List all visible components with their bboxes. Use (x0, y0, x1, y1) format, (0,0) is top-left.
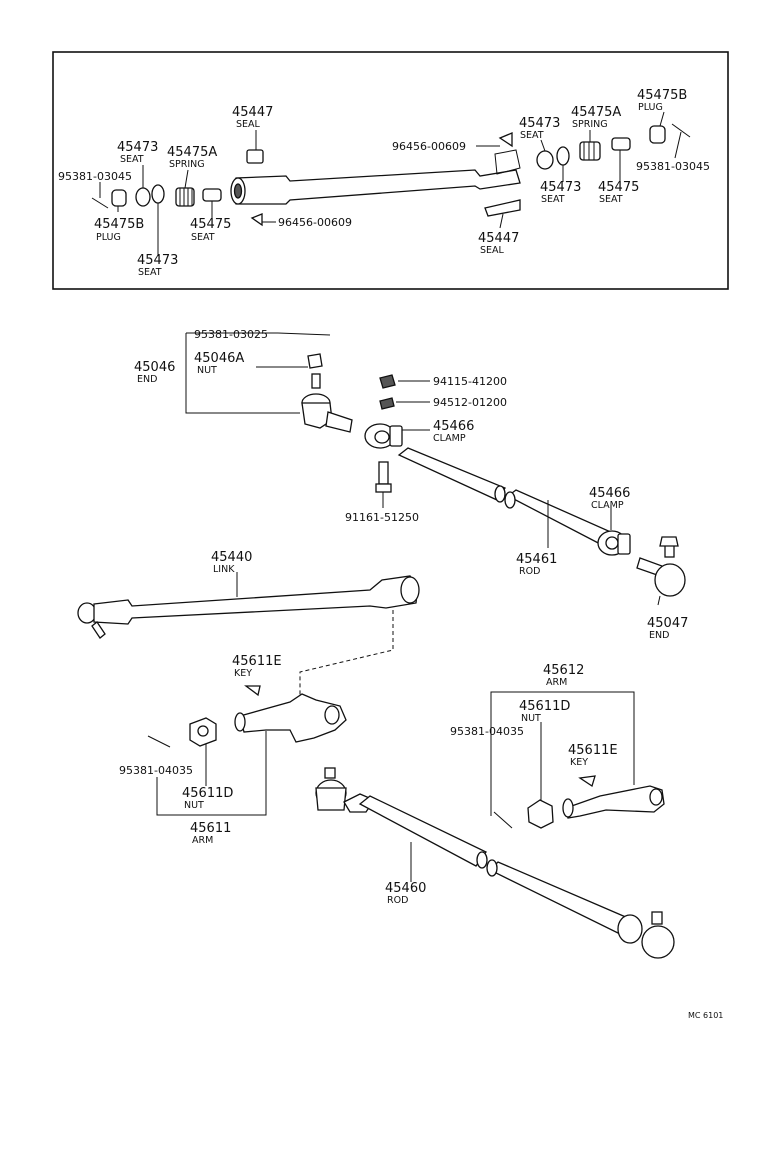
label-45461-sub: ROD (519, 566, 540, 577)
label-45473-bl-sub: SEAT (138, 267, 162, 278)
label-45447-top: 45447 (232, 105, 273, 120)
label-45475b-l-sub: PLUG (96, 232, 121, 243)
link-arm-dashed-connection (299, 610, 394, 700)
label-45475a-r: 45475A (571, 105, 621, 120)
relay-rod-inset (230, 149, 521, 205)
label-95381-03045-r: 95381-03045 (636, 160, 710, 173)
label-94115-41200: 94115-41200 (433, 375, 507, 388)
link-45440 (77, 572, 420, 639)
label-45473-br-sub: SEAT (541, 194, 565, 205)
bolt-91161 (375, 461, 392, 508)
label-45611d-l-sub: NUT (184, 800, 204, 811)
label-45475b-l: 45475B (94, 217, 144, 232)
label-45475-l: 45475 (190, 217, 231, 232)
label-95381-03025: 95381-03025 (194, 328, 268, 341)
label-45460: 45460 (385, 881, 426, 896)
label-45047: 45047 (647, 616, 688, 631)
label-45475b-r-sub: PLUG (638, 102, 663, 113)
label-45447-top-sub: SEAL (236, 119, 261, 130)
label-45046: 45046 (134, 360, 175, 375)
nut-washer-pair (379, 374, 430, 410)
inset-left-parts (91, 149, 264, 227)
label-45475-r-sub: SEAT (599, 194, 623, 205)
label-45475a-r-sub: SPRING (572, 119, 608, 130)
arm-45611 (147, 685, 347, 748)
rod-45460 (315, 767, 675, 959)
label-45466-a: 45466 (433, 419, 474, 434)
label-95381-03045-l: 95381-03045 (58, 170, 132, 183)
label-45611e-r-sub: KEY (570, 757, 588, 768)
label-45475a-l-sub: SPRING (169, 159, 205, 170)
label-45612-sub: ARM (546, 677, 567, 688)
inset-leaders (99, 111, 682, 256)
label-45473-tr-sub: SEAT (520, 130, 544, 141)
label-45475-l-sub: SEAT (191, 232, 215, 243)
label-45475a-l: 45475A (167, 145, 217, 160)
label-45473-tl: 45473 (117, 140, 158, 155)
label-45440: 45440 (211, 550, 252, 565)
clamp-45466-left (364, 423, 430, 449)
label-91161-51250: 91161-51250 (345, 511, 419, 524)
label-96456-00609-b: 96456-00609 (278, 216, 352, 229)
main-labels: 95381-03025 45046 END 45046A NUT 94115-4… (119, 328, 723, 1020)
label-45473-br: 45473 (540, 180, 581, 195)
clamp-45466-right (597, 530, 631, 556)
label-45611d-r: 45611D (519, 699, 570, 714)
label-45611e-l: 45611E (232, 654, 282, 669)
label-45440-sub: LINK (213, 564, 235, 575)
tie-rod-end-45046 (277, 332, 353, 433)
label-45466-b-sub: CLAMP (591, 500, 624, 511)
label-45611d-l: 45611D (182, 786, 233, 801)
label-45611: 45611 (190, 821, 231, 836)
arm-45612 (493, 775, 665, 829)
label-95381-04035-r: 95381-04035 (450, 725, 524, 738)
arm-45612-leaders (490, 691, 635, 816)
footer-code: MC 6101 (688, 1011, 723, 1020)
label-45046a-sub: NUT (197, 365, 217, 376)
label-45466-a-sub: CLAMP (433, 433, 466, 444)
label-45611-sub: ARM (192, 835, 213, 846)
label-45447-bot: 45447 (478, 231, 519, 246)
label-45473-tr: 45473 (519, 116, 560, 131)
label-45046-sub: END (137, 374, 157, 385)
rod-45461 (397, 447, 614, 547)
label-94512-01200: 94512-01200 (433, 396, 507, 409)
label-45475-r: 45475 (598, 180, 639, 195)
label-45473-tl-sub: SEAT (120, 154, 144, 165)
arm-45611-leaders (156, 731, 267, 816)
label-45611e-r: 45611E (568, 743, 618, 758)
label-45475b-r: 45475B (637, 88, 687, 103)
label-45460-sub: ROD (387, 895, 408, 906)
inset-frame (52, 51, 729, 290)
main-leaders (185, 332, 612, 548)
label-96456-00609-t: 96456-00609 (392, 140, 466, 153)
label-45047-sub: END (649, 630, 669, 641)
label-45611d-r-sub: NUT (521, 713, 541, 724)
label-45461: 45461 (516, 552, 557, 567)
label-45473-bl: 45473 (137, 253, 178, 268)
label-45466-b: 45466 (589, 486, 630, 501)
tie-rod-end-45047 (636, 536, 686, 606)
label-45612: 45612 (543, 663, 584, 678)
label-45046a: 45046A (194, 351, 244, 366)
label-45611e-l-sub: KEY (234, 668, 252, 679)
label-45447-bot-sub: SEAL (480, 245, 505, 256)
inset-labels: 45447 SEAL 45473 SEAT 45475A SPRING 9538… (58, 88, 710, 278)
label-95381-04035-l: 95381-04035 (119, 764, 193, 777)
